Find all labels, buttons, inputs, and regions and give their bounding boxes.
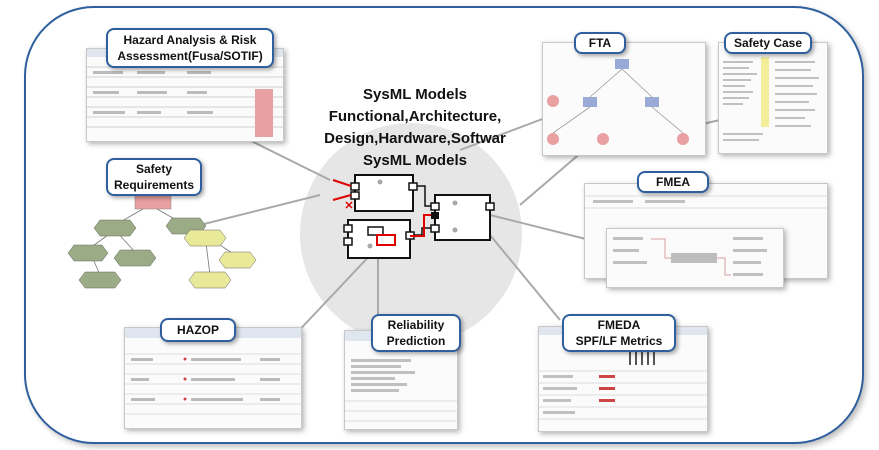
sysml-block-2	[434, 194, 491, 241]
red-x	[345, 201, 353, 209]
safety-case-label: Safety Case	[724, 32, 812, 54]
connector-fta	[459, 117, 546, 151]
sysml-block-1	[354, 174, 414, 212]
port	[430, 202, 440, 211]
hazop-label: HAZOP	[160, 318, 236, 342]
port	[408, 182, 418, 191]
fta-label-text: FTA	[588, 36, 612, 50]
port	[485, 202, 495, 211]
red-wires	[332, 179, 431, 246]
port	[343, 237, 353, 246]
filled-ports	[431, 212, 439, 219]
reliability-label-line2: Prediction	[386, 334, 446, 348]
safety-req-label-line1: Safety	[135, 162, 173, 176]
connector-fmeda	[489, 234, 561, 321]
center-title-line2: Functional,Architecture,	[328, 108, 502, 125]
center-title-line4: SysML Models	[363, 152, 467, 169]
port	[367, 226, 384, 236]
port	[350, 191, 360, 200]
safety-req-thumbnail	[60, 190, 260, 300]
reliability-label: Reliability Prediction	[371, 314, 461, 352]
fta-thumbnail	[542, 42, 706, 156]
center-title: SysML Models Functional,Architecture, De…	[310, 84, 520, 172]
hazop-thumbnail	[124, 327, 302, 429]
safety-requirements-label: Safety Requirements	[106, 158, 202, 196]
port	[350, 182, 360, 191]
fmea-label: FMEA	[637, 171, 709, 193]
fmea-label-text: FMEA	[656, 175, 690, 189]
safety-case-label-text: Safety Case	[733, 36, 803, 50]
fmea-thumbnail-front	[606, 228, 784, 288]
fta-label: FTA	[574, 32, 626, 54]
sysml-block-3	[347, 219, 411, 259]
hazop-label-text: HAZOP	[177, 323, 219, 337]
center-title-line3: Design,Hardware,Softwar	[324, 130, 506, 147]
hara-label: Hazard Analysis & Risk Assessment(Fusa/S…	[106, 28, 274, 68]
hara-label-line1: Hazard Analysis & Risk	[123, 33, 257, 47]
hara-label-line2: Assessment(Fusa/SOTIF)	[117, 49, 263, 63]
center-title-line1: SysML Models	[363, 86, 467, 103]
safety-req-label-line2: Requirements	[113, 178, 195, 192]
port	[343, 224, 353, 233]
black-wires	[414, 185, 431, 236]
safety-case-thumbnail	[718, 42, 828, 154]
fmeda-label-line1: FMEDA	[597, 318, 641, 332]
block-dots	[367, 179, 458, 249]
fmeda-label-line2: SPF/LF Metrics	[575, 334, 663, 348]
connector-safety-req	[199, 194, 321, 226]
fmeda-label: FMEDA SPF/LF Metrics	[562, 314, 676, 352]
connector-hazop	[289, 249, 376, 341]
port	[430, 224, 440, 233]
reliability-label-line1: Reliability	[387, 318, 445, 332]
